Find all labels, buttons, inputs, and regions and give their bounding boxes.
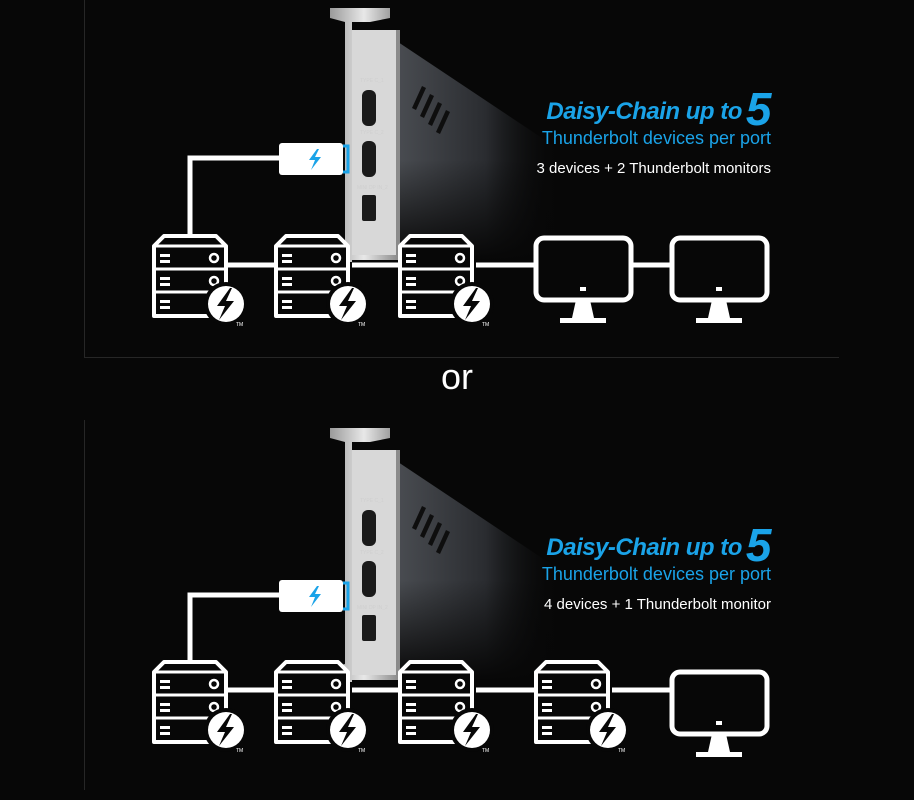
description: 3 devices + 2 Thunderbolt monitors <box>536 160 771 177</box>
storage-device-icon: TM <box>152 660 248 754</box>
port-label-type-c-2: TYPE C_2 <box>360 550 384 556</box>
mini-dp-port <box>362 195 376 221</box>
storage-device-icon: TM <box>398 660 494 754</box>
thunderbolt-bolt-icon <box>309 149 321 170</box>
svg-text:TM: TM <box>358 748 365 754</box>
port-label-type-c-1: TYPE C_1 <box>360 498 384 504</box>
port-label-mini-dp: MINI DP IN_2 <box>357 185 388 191</box>
headline-number: 5 <box>745 83 772 135</box>
usb-c-port-1 <box>362 90 376 126</box>
storage-device-icon: TM <box>398 234 494 328</box>
usb-c-port-2 <box>362 141 376 177</box>
headline: Daisy-Chain up to5 <box>546 512 771 571</box>
thunderbolt-cable <box>187 580 350 663</box>
subheading: Thunderbolt devices per port <box>541 564 771 584</box>
storage-device-icon: TM <box>534 660 630 754</box>
storage-device-icon: TM <box>152 234 248 328</box>
port-label-type-c-2: TYPE C_2 <box>360 130 384 136</box>
headline-text: Daisy-Chain up to <box>546 98 742 125</box>
monitor-icon <box>533 235 634 323</box>
usb-c-port-1 <box>362 510 376 546</box>
subheading: Thunderbolt devices per port <box>541 128 771 148</box>
panel-frame-left <box>84 420 85 790</box>
panel-frame-left <box>84 0 85 358</box>
pcie-card <box>395 460 565 680</box>
diagram-panel-4-devices-1-monitor: TYPE C_1 TYPE C_2 MINI DP IN_2 <box>0 420 914 790</box>
daisy-chain-diagram: TYPE C_1 TYPE C_2 MINI DP IN_2 <box>152 8 770 328</box>
svg-text:TM: TM <box>482 748 489 754</box>
description: 4 devices + 1 Thunderbolt monitor <box>544 596 771 613</box>
usb-c-port-2 <box>362 561 376 597</box>
storage-device-icon: TM <box>274 660 370 754</box>
svg-text:TM: TM <box>618 748 625 754</box>
io-bracket: TYPE C_1 TYPE C_2 MINI DP IN_2 <box>330 8 400 262</box>
daisy-chain-diagram: TYPE C_1 TYPE C_2 MINI DP IN_2 <box>152 428 770 757</box>
port-label-type-c-1: TYPE C_1 <box>360 78 384 84</box>
mini-dp-port <box>362 615 376 641</box>
thunderbolt-cable <box>187 143 350 243</box>
monitor-icon <box>669 235 770 323</box>
svg-text:TM: TM <box>358 322 365 328</box>
thunderbolt-bolt-icon <box>309 586 321 607</box>
svg-text:TM: TM <box>236 748 243 754</box>
or-separator: or <box>440 356 473 397</box>
monitor-icon <box>669 669 770 757</box>
headline-text: Daisy-Chain up to <box>546 534 742 561</box>
svg-text:TM: TM <box>482 322 489 328</box>
panel-frame-bottom <box>84 357 839 358</box>
io-bracket: TYPE C_1 TYPE C_2 MINI DP IN_2 <box>330 428 400 682</box>
port-label-mini-dp: MINI DP IN_2 <box>357 605 388 611</box>
svg-text:TM: TM <box>236 322 243 328</box>
headline-number: 5 <box>745 519 772 571</box>
diagram-panel-3-devices-2-monitors: TYPE C_1 TYPE C_2 MINI DP IN_2 <box>0 0 914 370</box>
storage-device-icon: TM <box>274 234 370 328</box>
pcie-card <box>395 40 565 260</box>
headline: Daisy-Chain up to5 <box>546 76 771 135</box>
